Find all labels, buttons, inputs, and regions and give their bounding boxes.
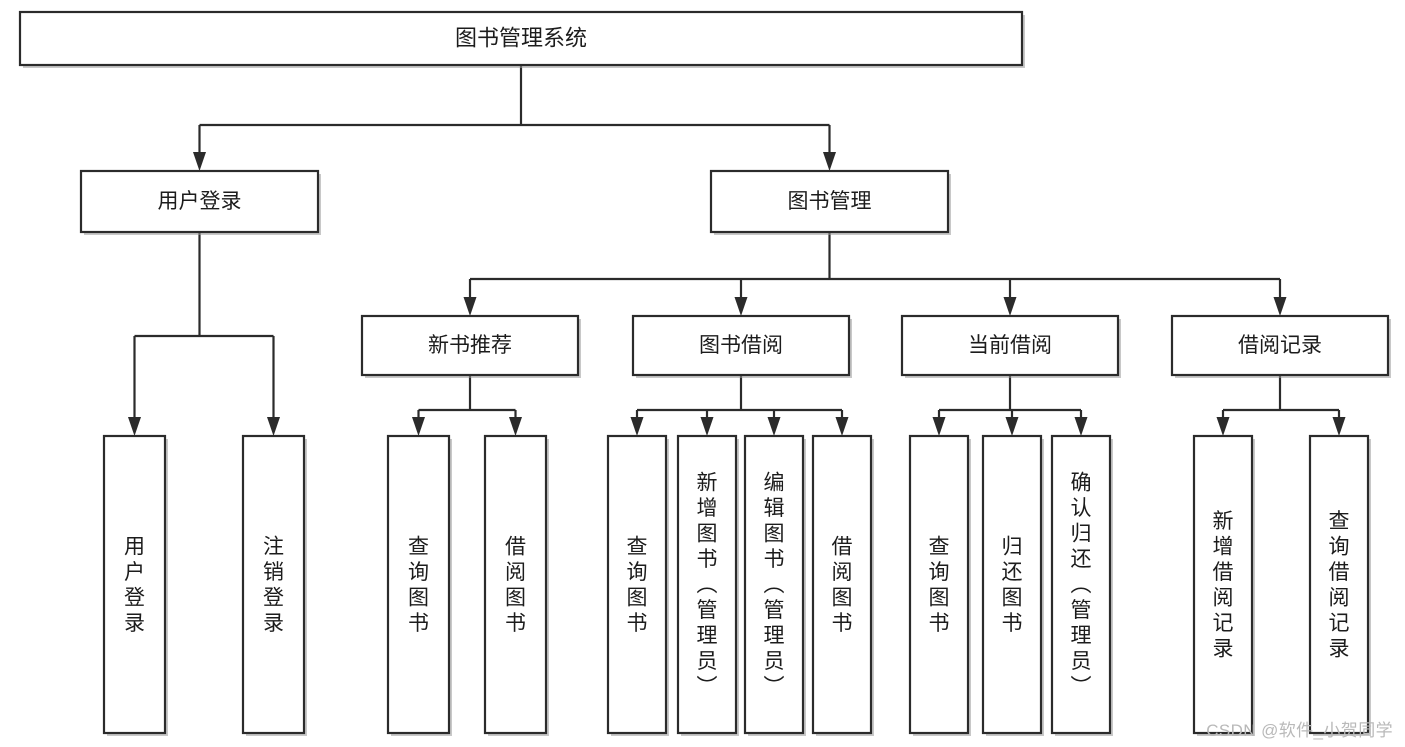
node-label: 编辑图书︵管理员︶ <box>764 472 785 699</box>
connector-group <box>1216 375 1346 436</box>
node-label: 查询借阅记录 <box>1329 510 1350 661</box>
connector-group <box>128 232 280 436</box>
node-label: 用户登录 <box>124 535 145 635</box>
node-box[interactable] <box>676 434 738 735</box>
node-label: 归还图书 <box>1002 535 1023 635</box>
node-box[interactable] <box>908 434 970 735</box>
node-n-new-rec[interactable]: 新书推荐 <box>360 314 581 378</box>
node-label: 借阅图书 <box>505 535 526 635</box>
node-l-query-book-b[interactable]: 查询图书 <box>606 434 669 736</box>
node-n-user-login[interactable]: 用户登录 <box>79 169 321 235</box>
node-label: 当前借阅 <box>968 334 1052 357</box>
node-label: 借阅记录 <box>1238 334 1322 357</box>
node-l-user-login[interactable]: 用户登录 <box>102 434 168 736</box>
node-n-book-mgmt[interactable]: 图书管理 <box>709 169 951 235</box>
node-box[interactable] <box>811 434 873 735</box>
node-box[interactable] <box>1308 434 1370 735</box>
node-box[interactable] <box>360 314 580 377</box>
node-l-confirm-return[interactable]: 确认归还︵管理员︶ <box>1050 434 1113 736</box>
node-label: 新书推荐 <box>428 334 512 357</box>
connector-group <box>193 65 836 171</box>
node-label: 确认归还︵管理员︶ <box>1071 472 1092 699</box>
node-box[interactable] <box>606 434 668 735</box>
node-label: 图书借阅 <box>699 334 783 357</box>
node-l-add-record[interactable]: 新增借阅记录 <box>1192 434 1255 736</box>
node-box[interactable] <box>743 434 805 735</box>
node-l-add-book[interactable]: 新增图书︵管理员︶ <box>676 434 739 736</box>
node-n-borrow[interactable]: 图书借阅 <box>631 314 852 378</box>
node-box[interactable] <box>79 169 320 234</box>
node-box[interactable] <box>1192 434 1254 735</box>
node-label: 新增借阅记录 <box>1213 510 1234 661</box>
watermark-label: CSDN @软件_小贺同学 <box>1206 721 1393 740</box>
node-box[interactable] <box>1170 314 1390 377</box>
node-box[interactable] <box>1050 434 1112 735</box>
node-label: 查询图书 <box>408 535 429 635</box>
node-label: 用户登录 <box>158 190 242 213</box>
node-box[interactable] <box>709 169 950 234</box>
node-box[interactable] <box>386 434 451 735</box>
node-root[interactable]: 图书管理系统 <box>18 10 1025 68</box>
connector-group <box>463 232 1287 316</box>
node-l-edit-book[interactable]: 编辑图书︵管理员︶ <box>743 434 806 736</box>
node-label: 查询图书 <box>627 535 648 635</box>
node-box[interactable] <box>18 10 1024 67</box>
node-label: 查询图书 <box>929 535 950 635</box>
node-l-query-record[interactable]: 查询借阅记录 <box>1308 434 1371 736</box>
node-box[interactable] <box>981 434 1043 735</box>
node-label: 图书管理系统 <box>455 25 587 50</box>
node-box[interactable] <box>900 314 1120 377</box>
node-box[interactable] <box>102 434 167 735</box>
node-box[interactable] <box>631 314 851 377</box>
node-box[interactable] <box>241 434 306 735</box>
node-l-return-book[interactable]: 归还图书 <box>981 434 1044 736</box>
node-l-query-book-c[interactable]: 查询图书 <box>908 434 971 736</box>
connector-group <box>932 375 1088 436</box>
node-layer: 图书管理系统用户登录图书管理新书推荐图书借阅当前借阅借阅记录用户登录注销登录查询… <box>18 10 1391 736</box>
node-label: 注销登录 <box>263 535 284 635</box>
node-label: 图书管理 <box>788 190 872 213</box>
connector-group <box>412 375 522 436</box>
node-n-records[interactable]: 借阅记录 <box>1170 314 1391 378</box>
node-label: 新增图书︵管理员︶ <box>697 472 718 699</box>
node-l-user-logout[interactable]: 注销登录 <box>241 434 307 736</box>
node-l-borrow-book-b[interactable]: 借阅图书 <box>811 434 874 736</box>
node-label: 借阅图书 <box>832 535 853 635</box>
node-l-query-book-a[interactable]: 查询图书 <box>386 434 452 736</box>
edge-layer <box>128 65 1346 436</box>
node-l-borrow-book-a[interactable]: 借阅图书 <box>483 434 549 736</box>
connector-group <box>630 375 849 436</box>
node-box[interactable] <box>483 434 548 735</box>
node-n-current[interactable]: 当前借阅 <box>900 314 1121 378</box>
